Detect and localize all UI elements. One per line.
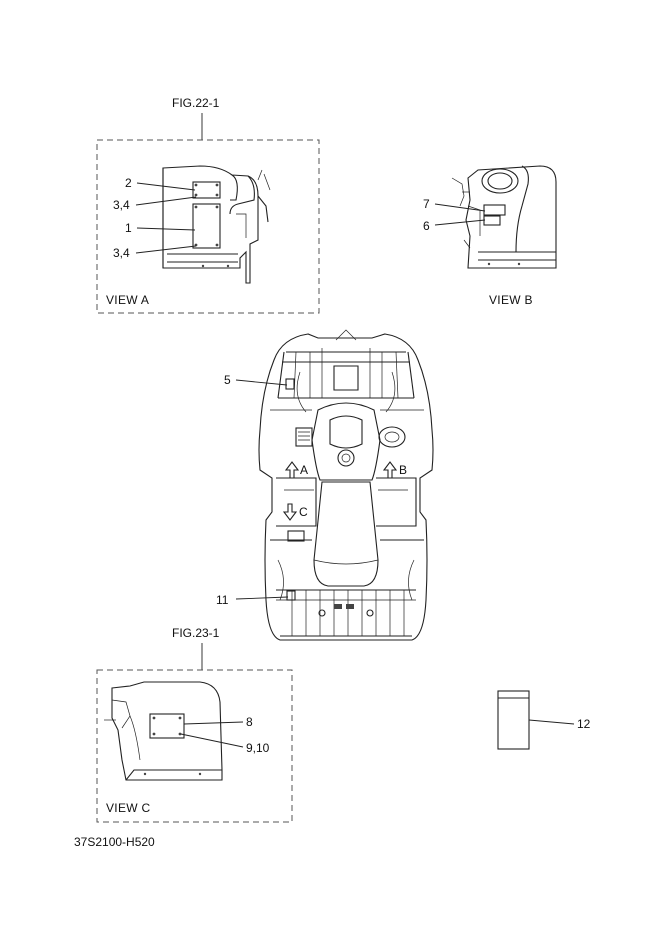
view-c-frame xyxy=(96,669,293,823)
view-c-fender-drawing xyxy=(104,681,223,781)
callout-9-10: 9,10 xyxy=(246,741,270,755)
front-rack xyxy=(277,329,415,413)
callout-1-leader xyxy=(136,227,196,231)
callout-9-10-leader xyxy=(180,733,244,748)
decal-12-sheet xyxy=(497,690,530,750)
rear-rack xyxy=(270,530,424,637)
center-console xyxy=(270,402,424,481)
arrow-c-label: C xyxy=(299,505,308,519)
arrow-a-label: A xyxy=(300,463,308,477)
arrow-up-a-icon xyxy=(284,461,300,479)
decal-8-plate xyxy=(149,713,185,739)
decal-5-plate xyxy=(285,378,295,390)
arrow-up-b-icon xyxy=(382,461,398,479)
view-b-group: 7 6 VIEW B xyxy=(423,165,557,307)
view-a-group: FIG.22-1 2 3,4 xyxy=(96,96,320,314)
decal-7-plate xyxy=(483,204,506,216)
arrow-a-group: A xyxy=(284,461,308,479)
decal-11-plate xyxy=(286,590,296,601)
item-12-group: 12 xyxy=(497,690,591,750)
callout-5-leader xyxy=(235,379,288,386)
footwell-area xyxy=(276,477,417,527)
callout-5: 5 xyxy=(224,373,231,387)
fig23-label: FIG.23-1 xyxy=(172,626,220,640)
view-c-label: VIEW C xyxy=(106,801,151,815)
callout-7-leader xyxy=(434,203,486,212)
callout-11: 11 xyxy=(216,593,229,607)
atv-top-view: A B C 5 11 xyxy=(216,329,434,641)
view-a-fender-drawing xyxy=(162,165,271,284)
decal-1-plate xyxy=(192,203,221,249)
decal-6-plate xyxy=(483,215,501,226)
diagram-code: 37S2100-H520 xyxy=(74,835,155,849)
callout-6-leader xyxy=(434,219,486,226)
atv-body-outline xyxy=(258,333,434,641)
callout-3-4-top-leader xyxy=(135,196,197,206)
callout-11-leader xyxy=(235,596,289,600)
seat xyxy=(313,481,379,587)
callout-3-4-bottom-leader xyxy=(135,245,197,254)
arrow-down-c-icon xyxy=(282,503,298,521)
callout-6: 6 xyxy=(423,219,430,233)
view-c-group: FIG.23-1 8 9,10 VIEW C xyxy=(96,626,293,823)
callout-7: 7 xyxy=(423,197,430,211)
callout-3-4-bottom: 3,4 xyxy=(113,246,130,260)
view-b-fender-drawing xyxy=(451,165,557,269)
view-b-label: VIEW B xyxy=(489,293,533,307)
arrow-b-group: B xyxy=(382,461,407,479)
callout-12-leader xyxy=(528,719,575,725)
callout-2-leader xyxy=(136,182,196,191)
arrow-c-group: C xyxy=(282,503,308,521)
view-a-frame xyxy=(96,139,320,314)
callout-2: 2 xyxy=(125,176,132,190)
callout-1: 1 xyxy=(125,221,132,235)
view-a-label: VIEW A xyxy=(106,293,149,307)
callout-8: 8 xyxy=(246,715,253,729)
arrow-b-label: B xyxy=(399,463,407,477)
callout-8-leader xyxy=(183,721,244,725)
fig22-label: FIG.22-1 xyxy=(172,96,220,110)
callout-3-4-top: 3,4 xyxy=(113,198,130,212)
callout-12: 12 xyxy=(577,717,591,731)
